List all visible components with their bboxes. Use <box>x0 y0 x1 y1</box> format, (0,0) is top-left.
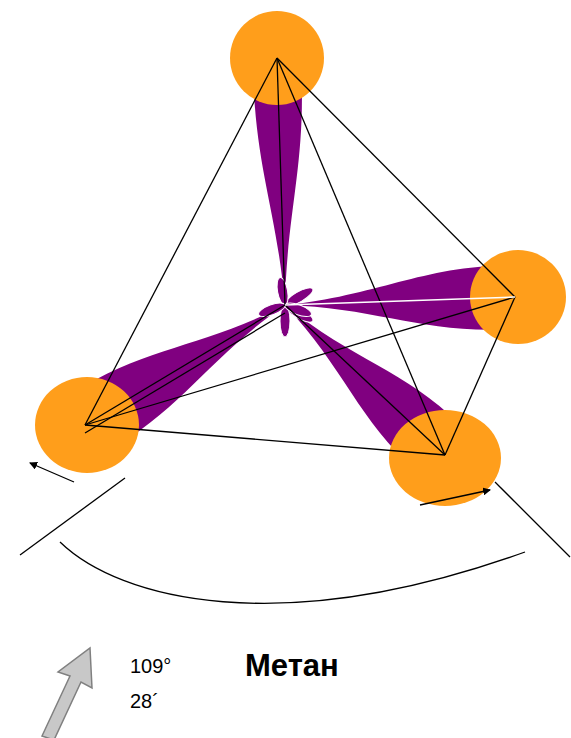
molecule-name: Метан <box>245 648 339 684</box>
tetrahedron-edges <box>85 58 515 455</box>
hydrogen-atoms <box>35 11 566 506</box>
angle-marks <box>20 463 570 603</box>
angle-minutes: 28´ <box>130 690 159 713</box>
pointer-arrow <box>42 648 92 738</box>
angle-degrees: 109° <box>130 655 171 678</box>
